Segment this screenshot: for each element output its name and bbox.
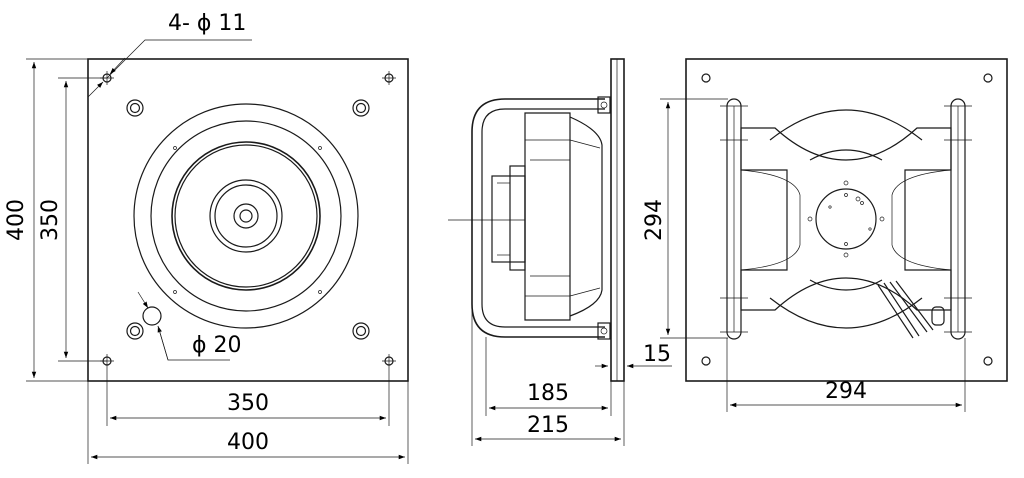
flange-15-label: 15 <box>643 342 671 367</box>
height-350-label: 350 <box>38 199 63 241</box>
hub-diameter-label: ϕ 20 <box>192 333 242 358</box>
inlet-ring <box>150 120 342 312</box>
impeller-ring <box>171 141 321 291</box>
frame-tube <box>471 98 605 338</box>
motor-bracket <box>740 127 952 311</box>
side-view: 15 185 215 <box>448 58 672 446</box>
depth-215-label: 215 <box>527 413 569 438</box>
front-view: ϕ 20 4- ϕ 11 400 350 350 400 <box>4 11 409 464</box>
rear-view: 294 294 <box>642 58 1008 412</box>
width-400-label: 400 <box>227 430 269 455</box>
front-plate-outline <box>87 58 409 382</box>
inlet-ring-outer <box>133 103 359 329</box>
height-400-label: 400 <box>4 199 29 241</box>
depth-185-label: 185 <box>527 381 569 406</box>
motor-hub <box>209 179 283 253</box>
nut <box>352 322 370 340</box>
rear-294-vertical-label: 294 <box>642 199 667 241</box>
nut <box>352 99 370 117</box>
impeller-rear <box>769 109 923 141</box>
flange-plate <box>610 58 625 382</box>
cable <box>877 284 914 339</box>
mount-hole <box>983 356 993 366</box>
impeller-ring-inner <box>174 144 318 288</box>
impeller-side <box>524 112 571 321</box>
shaft-outer <box>233 203 259 229</box>
nut <box>126 322 144 340</box>
motor-plate <box>815 188 877 250</box>
shaft <box>239 209 253 223</box>
mount-hole <box>983 73 993 83</box>
motor-side <box>491 175 526 263</box>
mount-hole <box>701 73 711 83</box>
rail-left <box>726 98 742 340</box>
width-350-label: 350 <box>227 391 269 416</box>
rear-plate-outline <box>685 58 1008 382</box>
rear-294-horizontal-label: 294 <box>825 379 867 404</box>
rail-right <box>950 98 966 340</box>
motor-hub-inner <box>214 184 278 248</box>
mount-hole <box>701 356 711 366</box>
nut <box>126 99 144 117</box>
cable-hole <box>142 306 162 326</box>
holes-label: 4- ϕ 11 <box>168 11 246 36</box>
